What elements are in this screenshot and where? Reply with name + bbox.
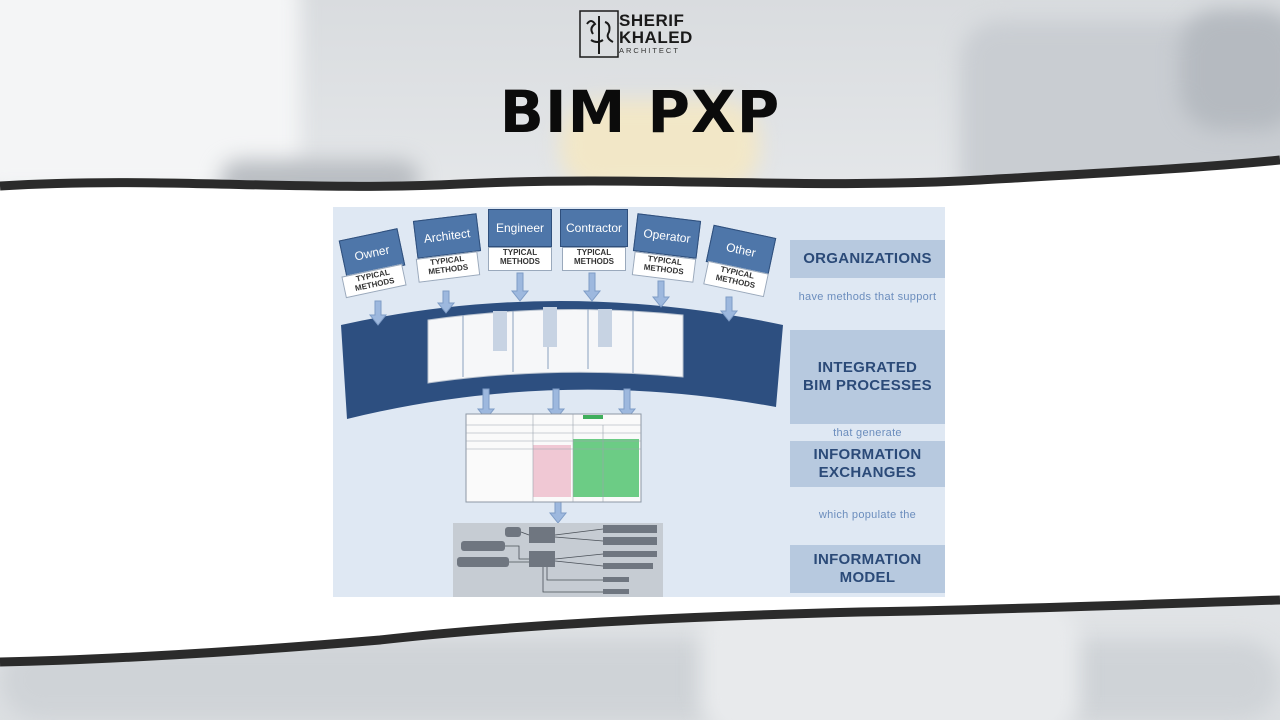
org-box-contractor: Contractor	[560, 209, 628, 247]
step-integrated-processes: INTEGRATED BIM PROCESSES	[790, 330, 945, 424]
step-information-model: INFORMATION MODEL	[790, 545, 945, 593]
org-label-contractor: Contractor	[565, 221, 623, 235]
step-organizations: ORGANIZATIONS	[790, 240, 945, 278]
methods-engineer: TYPICAL METHODS	[488, 247, 552, 271]
org-label-operator: Operator	[642, 226, 692, 246]
step-information-exchanges: INFORMATION EXCHANGES	[790, 441, 945, 487]
logo-line-1: SHERIF	[619, 11, 685, 30]
org-label-other: Other	[724, 240, 758, 260]
org-label-engineer: Engineer	[495, 221, 545, 235]
process-steps-column: ORGANIZATIONS have methods that support …	[790, 207, 945, 597]
org-label-owner: Owner	[353, 242, 391, 264]
connector-populate: which populate the	[818, 509, 917, 521]
calligraphy-logo-icon	[579, 10, 619, 58]
process-arc	[341, 272, 783, 597]
logo-wordmark: SHERIF KHALED ARCHITECT	[619, 12, 693, 56]
connector-generate: that generate	[833, 427, 902, 439]
org-label-architect: Architect	[422, 226, 472, 246]
connector-have-methods: have methods that support	[798, 291, 937, 303]
logo-line-3: ARCHITECT	[619, 46, 680, 55]
methods-contractor: TYPICAL METHODS	[562, 247, 626, 271]
brand-logo: SHERIF KHALED ARCHITECT	[579, 10, 705, 66]
logo-line-2: KHALED	[619, 28, 693, 47]
org-box-engineer: Engineer	[488, 209, 552, 247]
page-title: BIM PXP	[499, 78, 781, 146]
bim-pxp-diagram: Owner TYPICAL METHODS Architect TYPICAL …	[333, 207, 945, 597]
